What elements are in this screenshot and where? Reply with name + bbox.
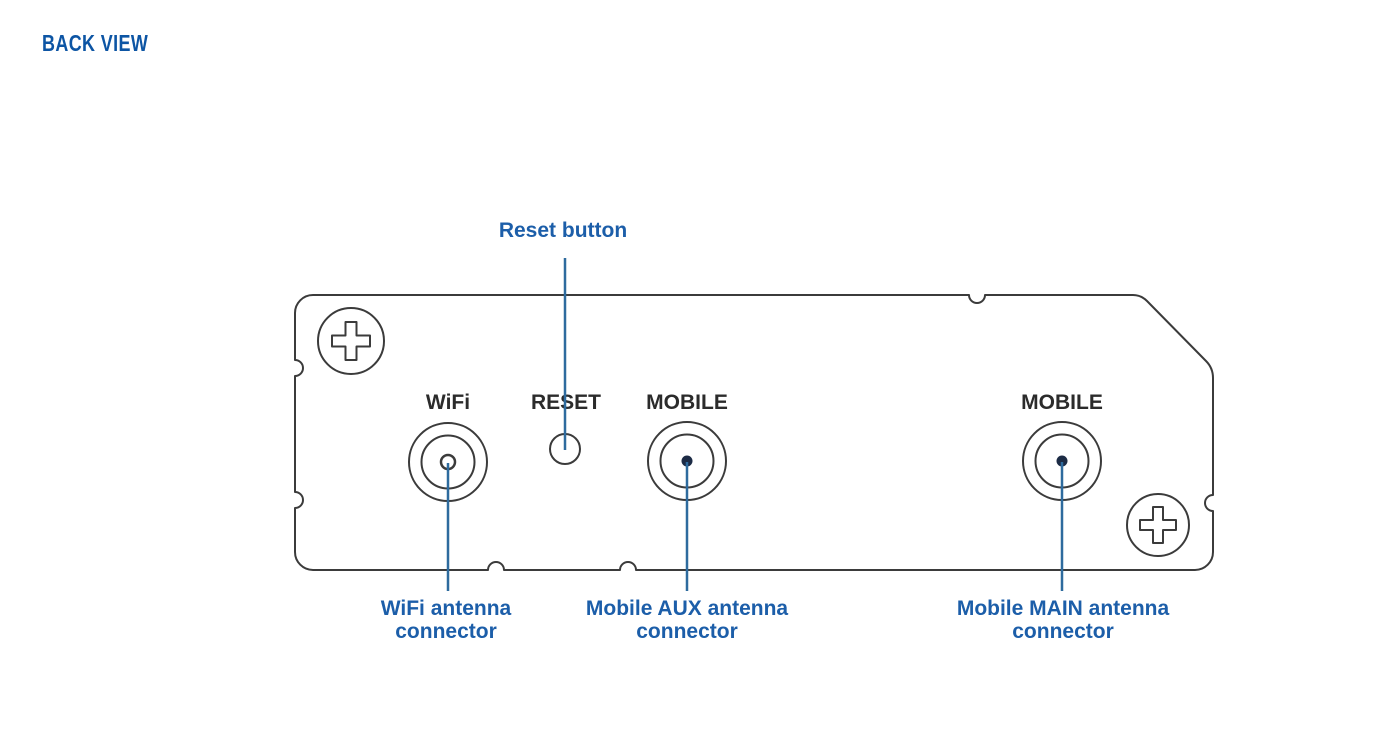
panel-label-wifi: WiFi (425, 391, 471, 414)
wifi-antenna-connector (408, 422, 488, 502)
mobile-main-antenna-connector (1022, 421, 1102, 501)
mobile-aux-antenna-connector (647, 421, 727, 501)
annotation-mobile-main-antenna-connector: Mobile MAIN antenna connector (956, 597, 1170, 643)
page-title: BACK VIEW (42, 30, 149, 56)
panel-label-mobile-aux: MOBILE (646, 391, 728, 414)
chassis-outline (294, 294, 1214, 571)
panel-label-reset: RESET (530, 391, 602, 414)
annotation-reset-button: Reset button (498, 219, 628, 242)
phillips-screw-bottom-right-icon (1126, 493, 1190, 557)
phillips-screw-top-left-icon (317, 307, 385, 375)
reset-button-hole (549, 433, 581, 465)
panel-label-mobile-main: MOBILE (1021, 391, 1103, 414)
annotation-mobile-aux-antenna-connector: Mobile AUX antenna connector (585, 597, 789, 643)
annotation-wifi-antenna-connector: WiFi antenna connector (380, 597, 512, 643)
